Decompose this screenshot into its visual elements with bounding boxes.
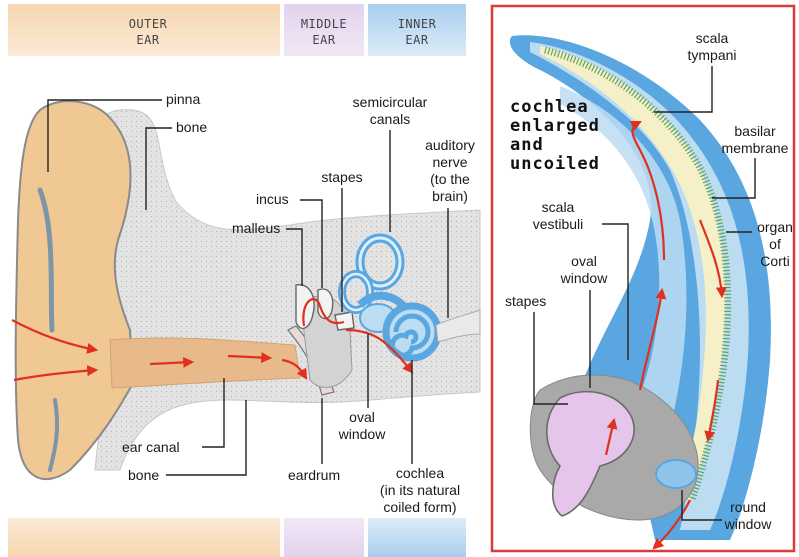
header-outer-2: EAR [136, 33, 159, 47]
label-basilar-2: membrane [722, 140, 789, 156]
label-organ-1: organ [757, 219, 793, 235]
header-middle-1: MIDDLE [301, 17, 347, 31]
label-cochlea-1: cochlea [396, 465, 444, 481]
label-scala-vestibuli-2: vestibuli [533, 216, 584, 232]
panel-title-2: enlarged [510, 116, 600, 136]
label-auditory-4: brain) [432, 188, 468, 204]
label-stapes: stapes [321, 169, 362, 185]
label-oval-window-r-1: oval [571, 253, 597, 269]
label-scala-tympani-2: tympani [687, 47, 736, 63]
panel-title-1: cochlea [510, 97, 589, 117]
label-auditory-3: (to the [430, 171, 470, 187]
header-inner-1: INNER [398, 17, 437, 31]
stapes-bone [335, 312, 354, 330]
label-organ-3: Corti [760, 253, 790, 269]
label-cochlea-2: (in its natural [380, 482, 460, 498]
label-cochlea-3: coiled form) [383, 499, 456, 515]
label-eardrum: eardrum [288, 467, 340, 483]
header-middle-2: EAR [312, 33, 335, 47]
label-oval-window-1: oval [349, 409, 375, 425]
panel-title-4: uncoiled [510, 154, 600, 174]
label-basilar-1: basilar [734, 123, 776, 139]
inner-ear-band-bottom [368, 518, 466, 557]
label-incus: incus [256, 191, 289, 207]
round-window-shape [656, 460, 696, 488]
skull-bone [89, 110, 480, 470]
label-round-window-1: round [730, 499, 766, 515]
header-outer-1: OUTER [129, 17, 168, 31]
label-semicircular-2: canals [370, 111, 410, 127]
label-bone-bottom: bone [128, 467, 159, 483]
panel-title-3: and [510, 135, 544, 155]
label-scala-vestibuli-1: scala [542, 199, 575, 215]
label-stapes-r: stapes [505, 293, 546, 309]
label-auditory-2: nerve [432, 154, 467, 170]
label-pinna: pinna [166, 91, 200, 107]
label-malleus: malleus [232, 220, 280, 236]
outer-ear-band-bottom [8, 518, 280, 557]
label-auditory-1: auditory [425, 137, 475, 153]
label-semicircular-1: semicircular [353, 94, 428, 110]
label-scala-tympani-1: scala [696, 30, 729, 46]
label-oval-window-r-2: window [560, 270, 609, 286]
label-organ-2: of [769, 236, 781, 252]
label-oval-window-2: window [338, 426, 387, 442]
label-round-window-2: window [724, 516, 773, 532]
label-ear-canal: ear canal [122, 439, 180, 455]
label-bone-top: bone [176, 119, 207, 135]
middle-ear-band-bottom [284, 518, 364, 557]
right-panel: cochlea enlarged and uncoiled scala tymp… [492, 6, 794, 551]
bone-bottom-leader [166, 400, 246, 475]
header-inner-2: EAR [405, 33, 428, 47]
